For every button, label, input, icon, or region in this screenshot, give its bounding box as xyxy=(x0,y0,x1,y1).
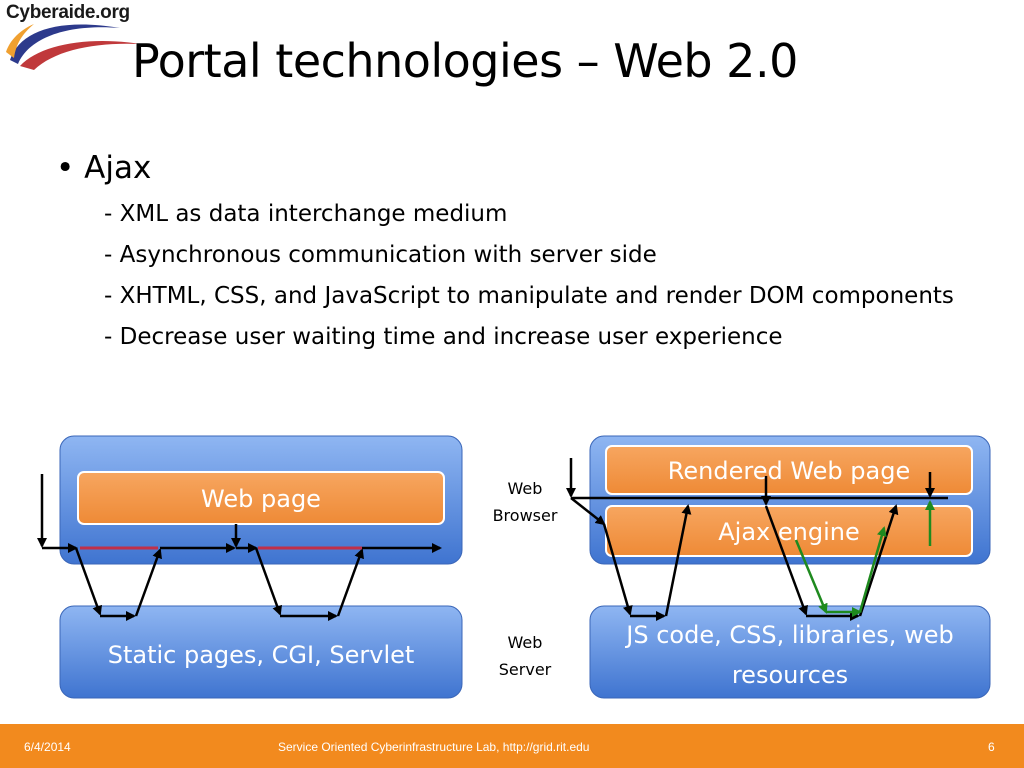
rendered-web-page-label: Rendered Web page xyxy=(668,457,910,485)
left-server-panel xyxy=(59,605,463,699)
slide-footer: 6/4/2014 Service Oriented Cyberinfrastru… xyxy=(0,724,1024,768)
sub-bullet-4: - Decrease user waiting time and increas… xyxy=(104,324,783,350)
web-browser-label-line2: Browser xyxy=(493,506,558,525)
ajax-diagram: Web page Static pages, CGI, Servlet Web … xyxy=(37,435,991,699)
logo-swoosh-icon xyxy=(6,24,140,70)
rendered-web-page-box xyxy=(605,445,973,495)
web-browser-label-line1: Web xyxy=(508,479,543,498)
footer-date: 6/4/2014 xyxy=(24,740,71,754)
web-server-label-line1: Web xyxy=(508,633,543,652)
right-async-arrows xyxy=(794,500,935,617)
left-flow-arrows xyxy=(37,474,442,621)
bullet-ajax: • Ajax xyxy=(56,150,152,186)
web-server-label-line2: Server xyxy=(499,660,552,679)
cyberaide-logo: Cyberaide.org xyxy=(0,0,160,72)
right-server-label-line1: JS code, CSS, libraries, web xyxy=(624,621,953,649)
right-server-label-line2: resources xyxy=(732,661,848,689)
left-web-page-label: Web page xyxy=(201,485,321,513)
sub-bullet-1: - XML as data interchange medium xyxy=(104,201,508,227)
ajax-engine-label: Ajax engine xyxy=(718,518,859,546)
sub-bullet-3: - XHTML, CSS, and JavaScript to manipula… xyxy=(104,283,954,309)
bullet-list: • Ajax - XML as data interchange medium … xyxy=(56,150,986,358)
logo-text: Cyberaide.org xyxy=(6,2,130,23)
left-web-page-box xyxy=(77,471,445,525)
footer-page-number: 6 xyxy=(988,740,995,754)
right-flow-arrows xyxy=(566,458,948,621)
left-server-label: Static pages, CGI, Servlet xyxy=(108,641,415,669)
slide-title: Portal technologies – Web 2.0 xyxy=(132,34,798,88)
sub-bullet-2: - Asynchronous communication with server… xyxy=(104,242,657,268)
footer-lab-text: Service Oriented Cyberinfrastructure Lab… xyxy=(278,740,590,754)
right-server-panel xyxy=(589,605,991,699)
